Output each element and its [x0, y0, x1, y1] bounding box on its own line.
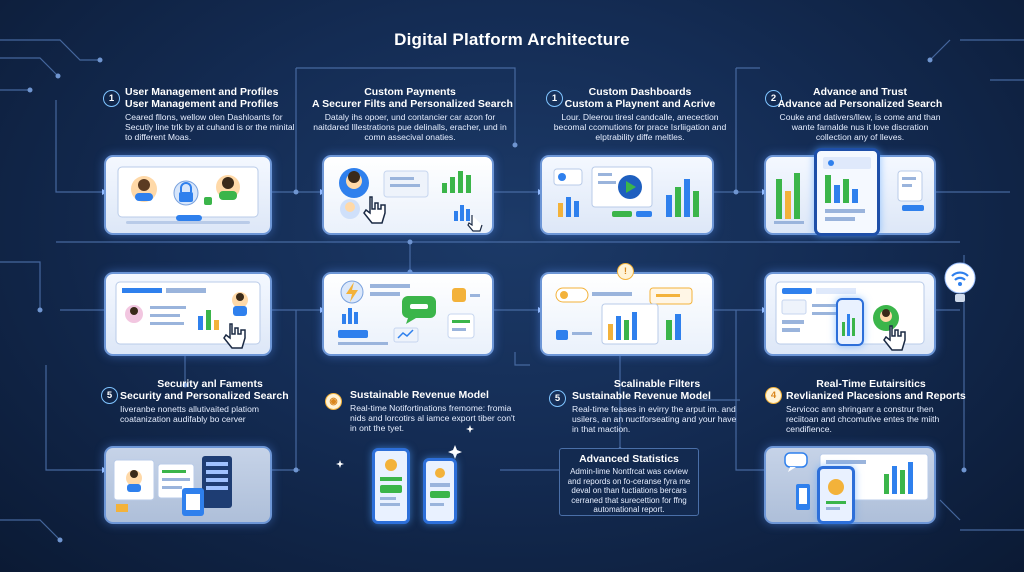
play-icon — [618, 175, 642, 199]
revenue-card — [322, 272, 494, 356]
section-real-time-stats: Real-Time Eutairsitics Revlianized Place… — [786, 378, 966, 434]
section-subheading: Security and Personalized Search — [120, 390, 289, 402]
section-subheading: Sustainable Revenue Model — [572, 390, 711, 402]
user-avatar-icon — [873, 305, 906, 351]
section-scalable-filters: Scalinable Filters Sustainable Revenue M… — [572, 378, 742, 434]
step-badge: 1 — [546, 90, 563, 107]
step-badge: 5 — [101, 387, 118, 404]
bar-chart-icon — [198, 310, 219, 330]
dashboards-card — [540, 155, 714, 235]
stats-description: Admin-lime Nontfrcat was ceview and repo… — [567, 467, 691, 514]
section-description: Dataly ihs opoer, und contancier car azo… — [313, 112, 507, 142]
sparkle-icon — [336, 425, 474, 468]
user-profiles-card — [104, 155, 272, 235]
stats-heading: Advanced Statistics — [579, 453, 679, 465]
filters-card — [540, 272, 714, 356]
profile-settings-card — [104, 272, 272, 356]
step-badge: 2 — [765, 90, 782, 107]
page-title: Digital Platform Architecture — [394, 30, 630, 49]
user-avatar-icon — [232, 292, 248, 316]
user-avatar-icon — [126, 470, 142, 492]
section-subheading: A Securer Filts and Personalized Search — [312, 98, 513, 110]
section-user-management: User Management and Profiles User Manage… — [125, 86, 295, 142]
cursor-hand-icon — [223, 323, 246, 349]
bar-chart-icon — [454, 205, 470, 221]
section-description: Lour. Dleerou tiresl candcalle, anececti… — [553, 112, 727, 142]
advanced-statistics-box: Advanced Statistics Admin-lime Nontfrcat… — [559, 448, 699, 516]
section-heading: Custom Dashboards — [588, 86, 692, 98]
phone-icon — [817, 466, 855, 524]
section-subheading: Custom a Playnent and Acrive — [564, 98, 716, 110]
chat-icon — [402, 296, 436, 324]
phone-icon — [372, 448, 410, 524]
step-badge: 1 — [103, 90, 120, 107]
bar-chart-icon — [442, 171, 471, 193]
user-avatar-icon — [125, 305, 143, 323]
section-description: Ceared fllons, wellow olen Dashloants fo… — [125, 112, 295, 142]
lightning-icon — [340, 280, 364, 304]
step-badge: 5 — [549, 390, 566, 407]
bar-chart-icon — [558, 197, 579, 217]
section-description: Servicoc ann shringanr a construr then r… — [786, 404, 940, 434]
bar-chart-icon — [342, 308, 358, 324]
section-heading: User Management and Profiles — [125, 86, 279, 98]
section-description: Couke and dativers/llew, is come and tha… — [779, 112, 941, 142]
section-advance-trust: Advance and Trust Advance ad Personalize… — [775, 86, 945, 142]
lock-icon — [173, 180, 199, 206]
user-avatar-icon — [216, 175, 240, 200]
wifi-bulb-icon — [944, 262, 976, 302]
section-heading: Security anl Faments — [157, 378, 263, 390]
bar-chart-icon — [608, 312, 637, 340]
section-subheading: Revlianized Placesions and Reports — [786, 390, 966, 402]
phone-icon — [836, 298, 864, 346]
cursor-hand-icon — [363, 196, 386, 224]
lightbulb-icon: ◉ — [325, 393, 342, 410]
step-badge: 4 — [765, 387, 782, 404]
section-heading: Advance and Trust — [813, 86, 907, 98]
section-subheading: User Management and Profiles — [125, 98, 279, 110]
section-description: Real-time feases in evirry the arput im.… — [572, 404, 737, 434]
tablet-icon — [814, 148, 880, 236]
payments-card — [322, 155, 494, 235]
user-avatar-icon — [131, 176, 157, 202]
bar-chart-icon — [666, 179, 699, 217]
chat-icon — [784, 452, 808, 472]
bar-chart-icon — [776, 173, 800, 219]
section-custom-dashboards: Custom Dashboards Custom a Playnent and … — [552, 86, 728, 142]
advanced-statistics-text: Advanced Statistics Admin-lime Nontfrcat… — [564, 453, 694, 515]
section-revenue-model: Sustainable Revenue Model Real-time Noti… — [350, 389, 518, 433]
section-description: Iiveranbe nonetts allutivaited platiom c… — [120, 404, 260, 424]
alert-badge-icon: ! — [617, 263, 634, 280]
section-subheading: Advance ad Personalized Search — [777, 98, 943, 110]
user-avatar-icon — [339, 168, 369, 198]
security-card — [104, 446, 272, 524]
section-heading: Custom Payments — [364, 86, 456, 98]
cursor-hand-icon — [467, 215, 483, 232]
section-heading: Scalinable Filters — [613, 378, 701, 390]
section-description: Real-time Notifortinations fremome: from… — [350, 403, 515, 433]
section-security: Security anl Faments Security and Person… — [120, 378, 300, 424]
section-heading: Real-Time Eutairsitics — [816, 378, 926, 390]
section-heading: Sustainable Revenue Model — [350, 389, 489, 401]
section-custom-payments: Custom Payments A Securer Filts and Pers… — [312, 86, 513, 142]
phone-icon — [423, 458, 457, 524]
bar-chart-icon — [884, 462, 913, 494]
